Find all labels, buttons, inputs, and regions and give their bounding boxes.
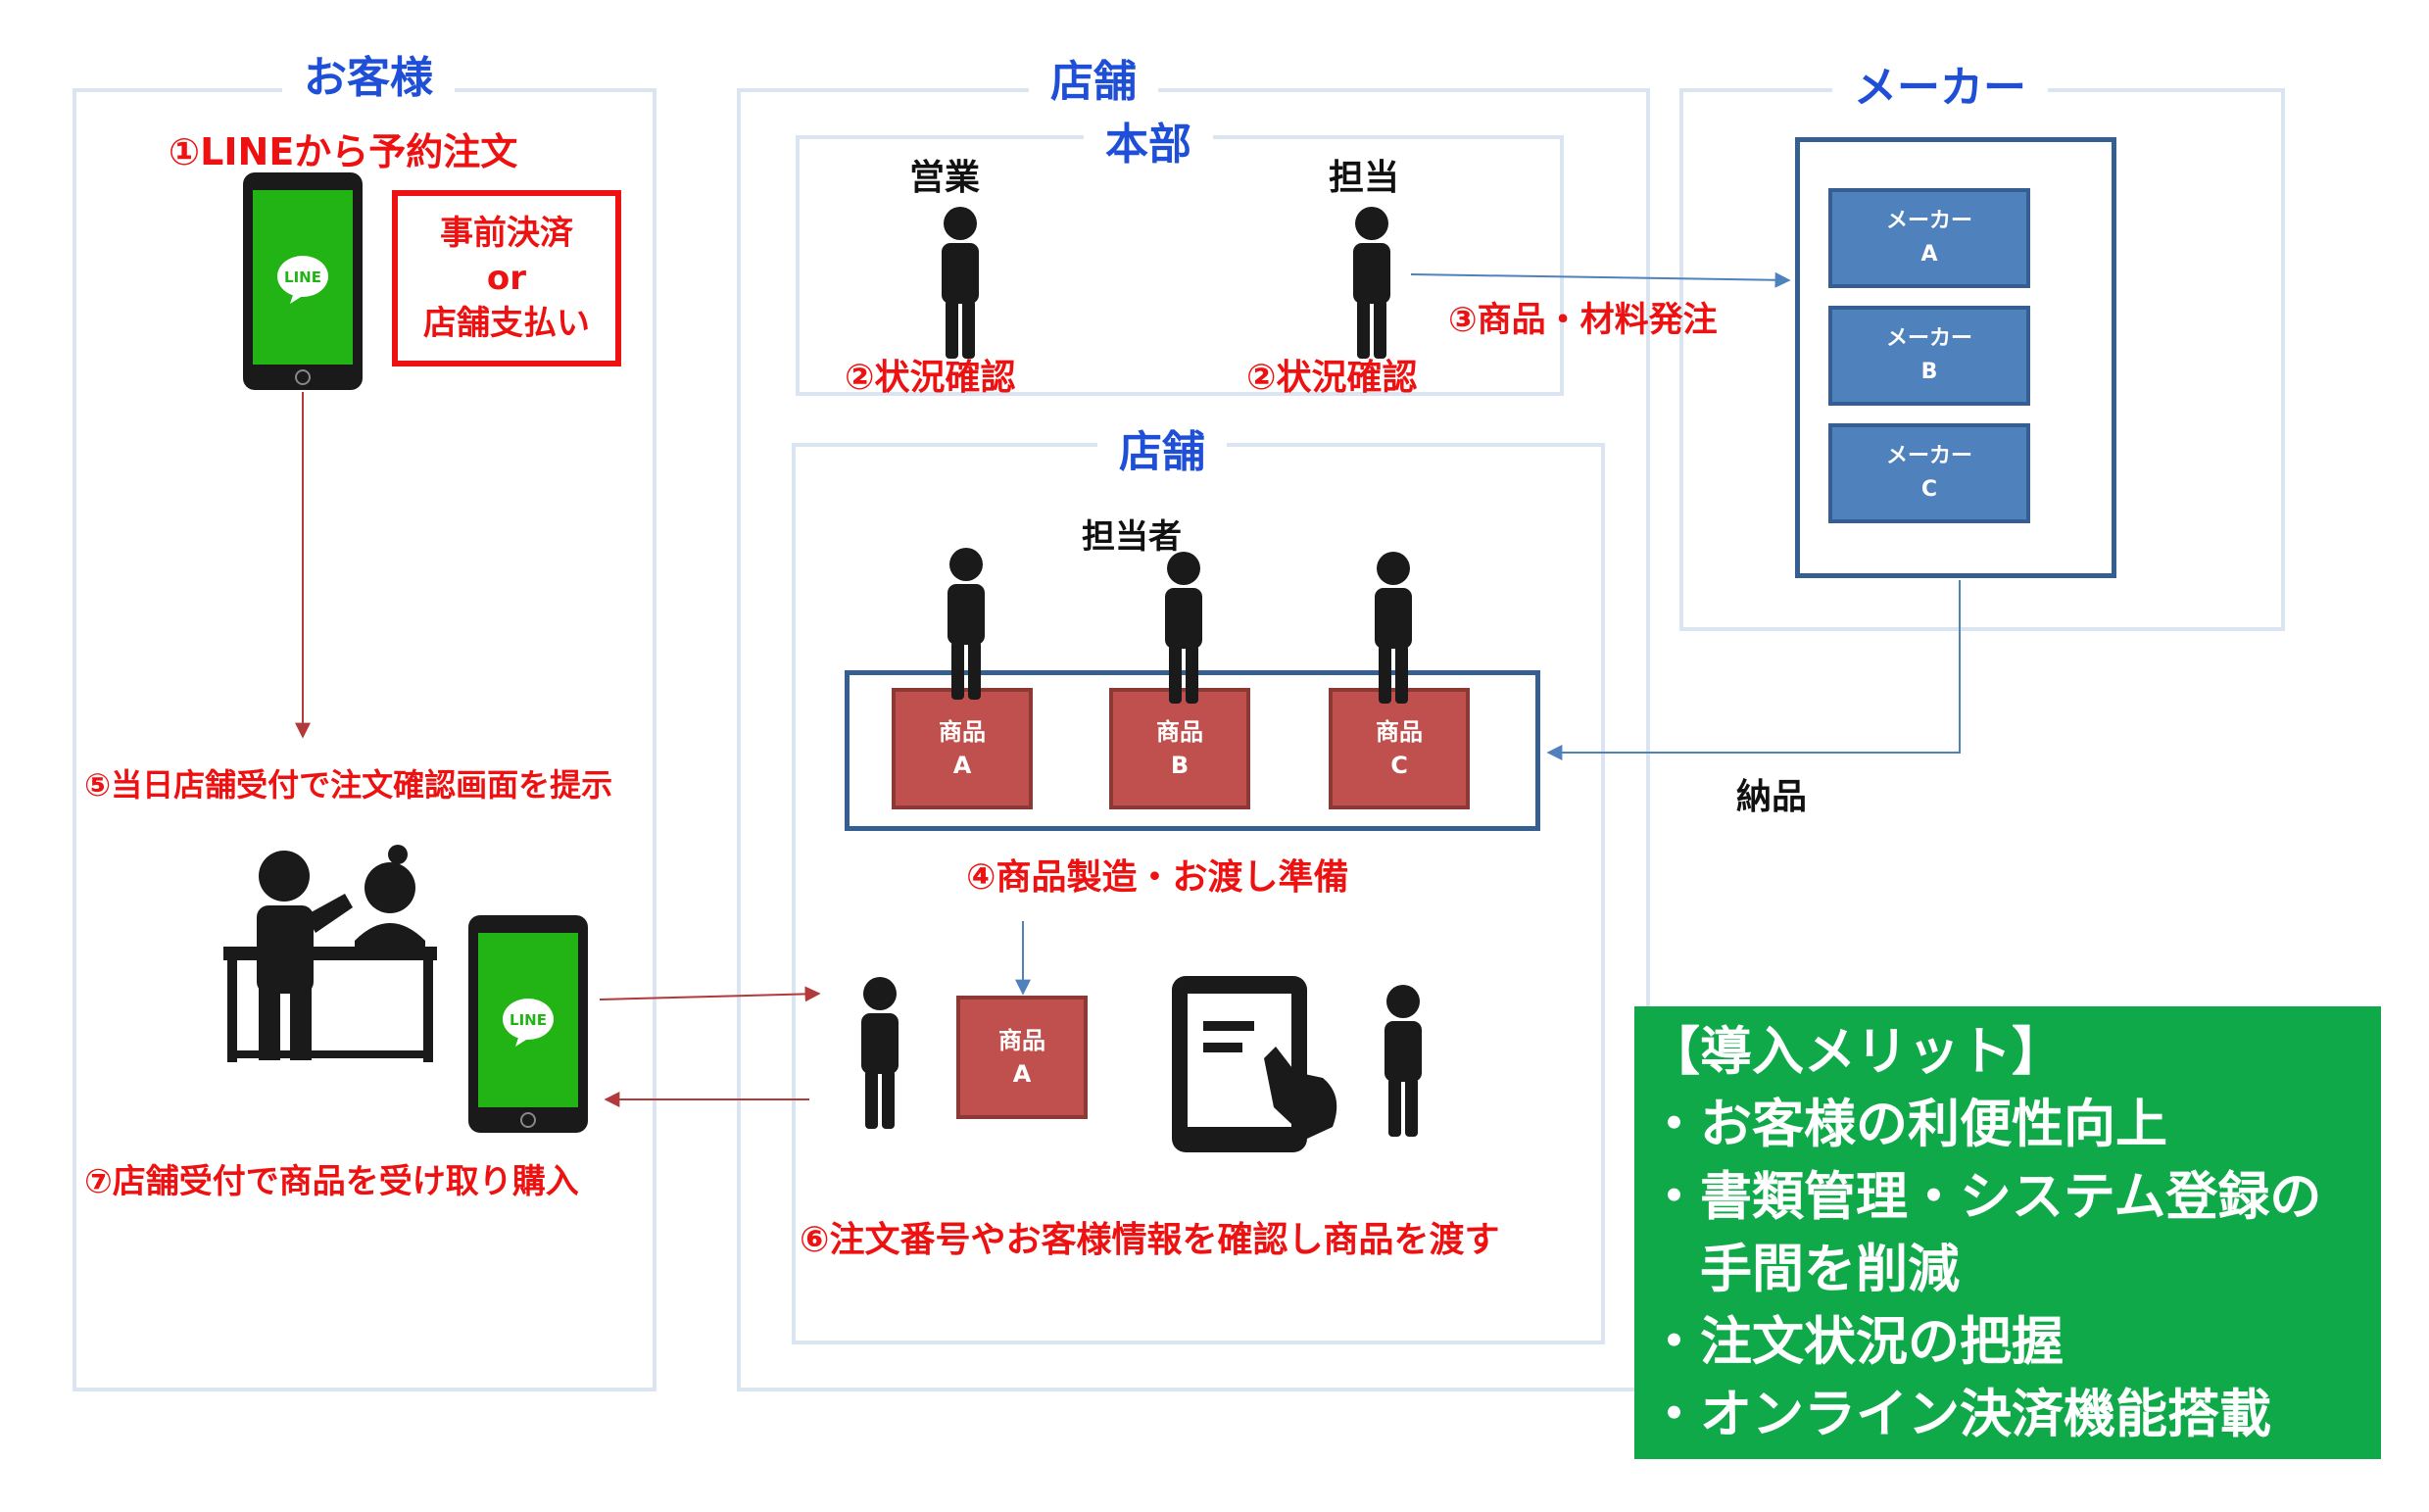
product-b: 商品 B [1109, 688, 1250, 809]
sales-person-icon [942, 207, 979, 359]
store-staff-label: 担当者 [1082, 517, 1182, 557]
delivery-label: 納品 [1736, 777, 1808, 817]
merit-item-5: ・オンライン決済機能搭載 [1648, 1385, 2271, 1444]
step7-label: ⑦店舗受付で商品を受け取り購入 [84, 1162, 579, 1201]
maker-c: メーカー C [1828, 423, 2030, 523]
payment-line-1: 事前決済 [440, 214, 573, 253]
product-a-letter: A [952, 752, 972, 779]
store-section-title: 店舗 [1029, 55, 1158, 110]
merit-item-3: 手間を削減 [1648, 1240, 1960, 1299]
product-a-label: 商品 [939, 718, 986, 746]
product-c-label: 商品 [1376, 718, 1423, 746]
line-logo-text-2: LINE [510, 1011, 547, 1029]
step1-label: ①LINEから予約注文 [169, 130, 518, 173]
maker-a-letter: A [1920, 242, 1938, 267]
maker-b: メーカー B [1828, 306, 2030, 406]
handover-staff-person-icon [861, 977, 899, 1129]
step4-label: ④商品製造・お渡し準備 [966, 857, 1349, 898]
maker-b-letter: B [1920, 360, 1938, 384]
merit-item-4: ・注文状況の把握 [1648, 1312, 2064, 1372]
phone-icon [243, 172, 363, 390]
hq-check-staff: ②状況確認 [1246, 358, 1418, 398]
tablet-icon [1172, 976, 1337, 1152]
payment-box: 事前決済 or 店舗支払い [392, 190, 621, 366]
handover-product-letter: A [1012, 1060, 1032, 1088]
merits-title: 【導入メリット】 [1648, 1022, 2064, 1082]
line-logo-text: LINE [284, 268, 321, 286]
hq-staff-person-icon [1353, 207, 1390, 359]
customer-section-title: お客様 [282, 51, 455, 106]
maker-c-letter: C [1920, 477, 1938, 502]
customer-person-icon [1385, 985, 1422, 1137]
maker-b-label: メーカー [1885, 326, 1972, 351]
handover-product: 商品 A [956, 996, 1088, 1119]
product-b-letter: B [1170, 752, 1190, 779]
maker-section-title: メーカー [1832, 61, 2048, 116]
hq-section-title: 本部 [1084, 118, 1213, 172]
step6-label: ⑥注文番号やお客様情報を確認し商品を渡す [800, 1220, 1500, 1260]
handover-product-label: 商品 [998, 1027, 1045, 1054]
maker-a-label: メーカー [1885, 209, 1972, 233]
store-staff-person-icon-2 [1165, 552, 1202, 704]
payment-line-2: or [486, 259, 527, 298]
merits-box: 【導入メリット】 ・お客様の利便性向上 ・書類管理・システム登録の 手間を削減 … [1634, 1006, 2381, 1459]
arrow-to-store [599, 986, 821, 1002]
hq-sales-label: 営業 [909, 158, 981, 198]
maker-a: メーカー A [1828, 188, 2030, 288]
product-c-letter: C [1390, 752, 1408, 779]
phone-icon-2 [468, 915, 588, 1133]
maker-c-label: メーカー [1885, 444, 1972, 468]
hq-staff-label: 担当 [1329, 158, 1400, 198]
store-staff-person-icon-1 [947, 548, 985, 700]
product-b-label: 商品 [1156, 718, 1203, 746]
product-a: 商品 A [892, 688, 1033, 809]
payment-line-3: 店舗支払い [423, 304, 590, 343]
merit-item-2: ・書類管理・システム登録の [1648, 1167, 2322, 1227]
merit-item-1: ・お客様の利便性向上 [1648, 1095, 2167, 1154]
store-inner-section-title: 店舗 [1097, 425, 1227, 480]
store-staff-person-icon-3 [1375, 552, 1412, 704]
hq-check-sales: ②状況確認 [845, 358, 1016, 398]
arrow-delivery [1546, 580, 1961, 760]
store-frame [737, 88, 1650, 1391]
arrow-order-to-maker [1410, 271, 1791, 288]
step5-label: ⑤当日店舗受付で注文確認画面を提示 [84, 766, 613, 804]
product-c: 商品 C [1329, 688, 1470, 809]
reception-counter-icon [223, 845, 437, 1062]
order-label: ③商品・材料発注 [1448, 301, 1718, 340]
